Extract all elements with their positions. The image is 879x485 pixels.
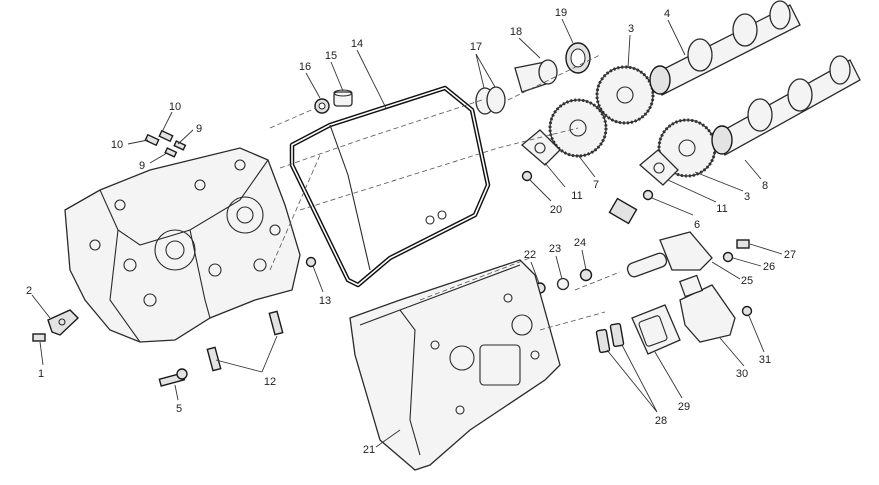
callout-9-lower: 9 [139, 160, 145, 172]
washer-23 [556, 277, 570, 291]
clips-28 [595, 322, 625, 354]
bushing-18 [514, 59, 558, 93]
callout-8: 8 [762, 180, 768, 192]
housing-30 [678, 274, 736, 343]
callout-25: 25 [741, 275, 753, 287]
callout-labels: 1 2 3 3 4 5 6 7 8 9 9 10 10 11 11 12 13 … [26, 7, 796, 456]
rings-17 [475, 86, 506, 115]
gear-3-upper [595, 65, 655, 125]
callout-9-upper: 9 [196, 123, 202, 135]
part-16 [314, 98, 330, 114]
gasket-14 [289, 85, 491, 288]
leader-lines [31, 18, 783, 448]
part-15 [333, 89, 353, 107]
alignment-lines [269, 54, 621, 331]
callout-13: 13 [319, 295, 331, 307]
bracket-2 [47, 309, 80, 336]
callout-15: 15 [325, 50, 337, 62]
bolt-26 [722, 251, 734, 263]
callout-31: 31 [759, 354, 771, 366]
plate-11-right [638, 149, 679, 186]
callout-16: 16 [299, 61, 311, 73]
plate-29 [631, 304, 681, 355]
callout-6: 6 [694, 219, 700, 231]
callout-12: 12 [264, 376, 276, 388]
callout-7: 7 [593, 179, 599, 191]
bolt-5 [158, 368, 188, 387]
tensioner-25 [608, 197, 713, 278]
callout-22: 22 [524, 249, 536, 261]
callout-4: 4 [664, 8, 670, 20]
camshaft-8 [711, 55, 861, 156]
callout-1: 1 [38, 368, 44, 380]
callout-10-top: 10 [169, 101, 181, 113]
bolt-1 [32, 333, 46, 342]
bolt-group-9-10 [144, 129, 187, 158]
bolt-20 [521, 170, 533, 182]
callout-28: 28 [655, 415, 667, 427]
callout-24: 24 [574, 237, 586, 249]
bolt-31 [741, 305, 753, 317]
springs-12 [206, 310, 284, 372]
callout-3-lower: 3 [744, 191, 750, 203]
callout-27: 27 [784, 249, 796, 261]
gear-7 [548, 98, 608, 158]
callout-17: 17 [470, 41, 482, 53]
callout-20: 20 [550, 204, 562, 216]
callout-14: 14 [351, 38, 363, 50]
callout-23: 23 [549, 243, 561, 255]
callout-11-left: 11 [571, 190, 582, 202]
callout-18: 18 [510, 26, 522, 38]
seal-19 [565, 42, 591, 74]
callout-30: 30 [736, 368, 748, 380]
camshaft-4 [649, 0, 801, 96]
cylinder-head [64, 147, 301, 343]
callout-5: 5 [176, 403, 182, 415]
bolt-27 [736, 239, 750, 249]
cover-21 [349, 259, 561, 471]
callout-11-right: 11 [716, 203, 727, 215]
callout-21: 21 [363, 444, 375, 456]
callout-2: 2 [26, 285, 32, 297]
callout-3-upper: 3 [628, 23, 634, 35]
bolt-13 [305, 256, 317, 268]
callout-19: 19 [555, 7, 567, 19]
bolt-6 [642, 189, 654, 201]
washer-24 [579, 268, 593, 282]
callout-10-left: 10 [111, 139, 123, 151]
callout-29: 29 [678, 401, 690, 413]
callout-26: 26 [763, 261, 775, 273]
plate-11-left [520, 129, 561, 166]
